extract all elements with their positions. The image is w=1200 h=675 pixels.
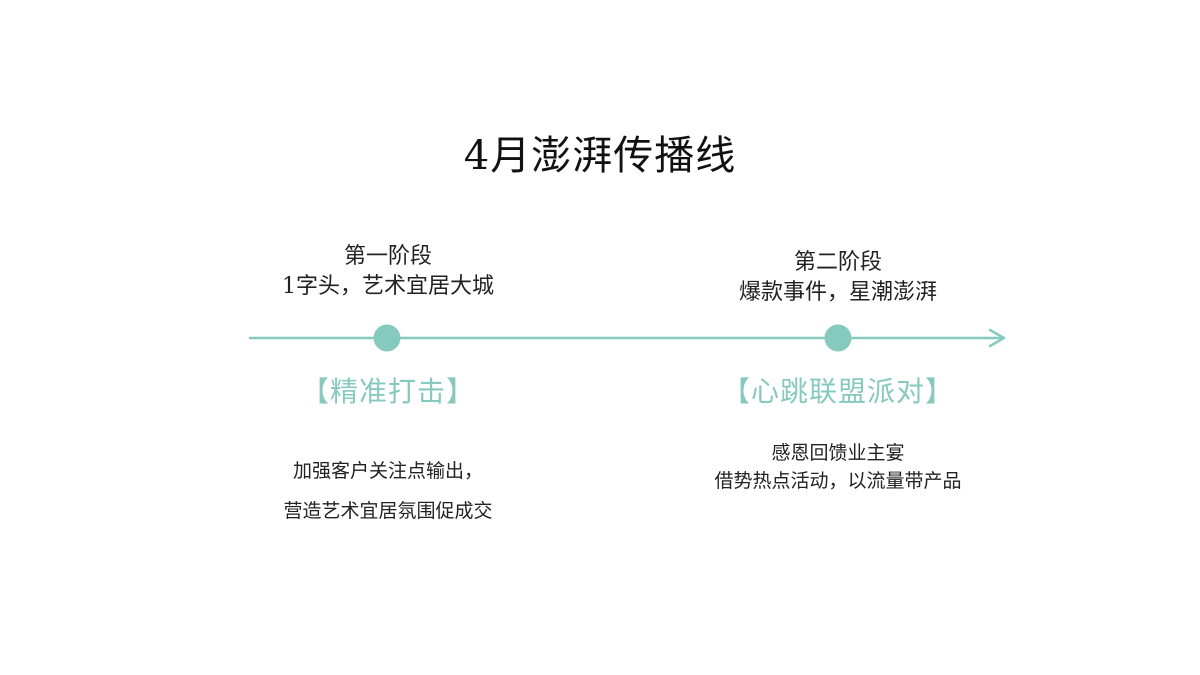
stage-1-tag: 【精准打击】 xyxy=(300,375,475,408)
stage-1-label: 第一阶段 xyxy=(343,244,432,269)
stage-1-subtitle: 1字头，艺术宜居大城 xyxy=(282,274,494,299)
stage-2-description-line: 感恩回馈业主宴 xyxy=(771,442,905,464)
stage-2-tag: 【心跳联盟派对】 xyxy=(721,375,954,408)
timeline-dot-icon xyxy=(373,324,401,352)
page-title: 4月澎湃传播线 xyxy=(463,133,737,179)
stage-1-description-line: 营造艺术宜居氛围促成交 xyxy=(283,500,493,522)
stage-2-label: 第二阶段 xyxy=(793,250,882,275)
timeline-dot-icon xyxy=(824,324,852,352)
stage-1-description: 加强客户关注点输出， 营造艺术宜居氛围促成交 xyxy=(238,451,538,531)
arrow-right-icon xyxy=(988,328,1006,348)
stage-2-header: 第二阶段 爆款事件，星潮澎湃 xyxy=(688,248,988,308)
stage-2-subtitle: 爆款事件，星潮澎湃 xyxy=(738,280,937,305)
stage-2-description-line: 借势热点活动，以流量带产品 xyxy=(714,470,962,492)
stage-1-description-line: 加强客户关注点输出， xyxy=(292,460,483,482)
stage-2-description: 感恩回馈业主宴 借势热点活动，以流量带产品 xyxy=(688,439,988,495)
stage-1-header: 第一阶段 1字头，艺术宜居大城 xyxy=(238,242,538,302)
